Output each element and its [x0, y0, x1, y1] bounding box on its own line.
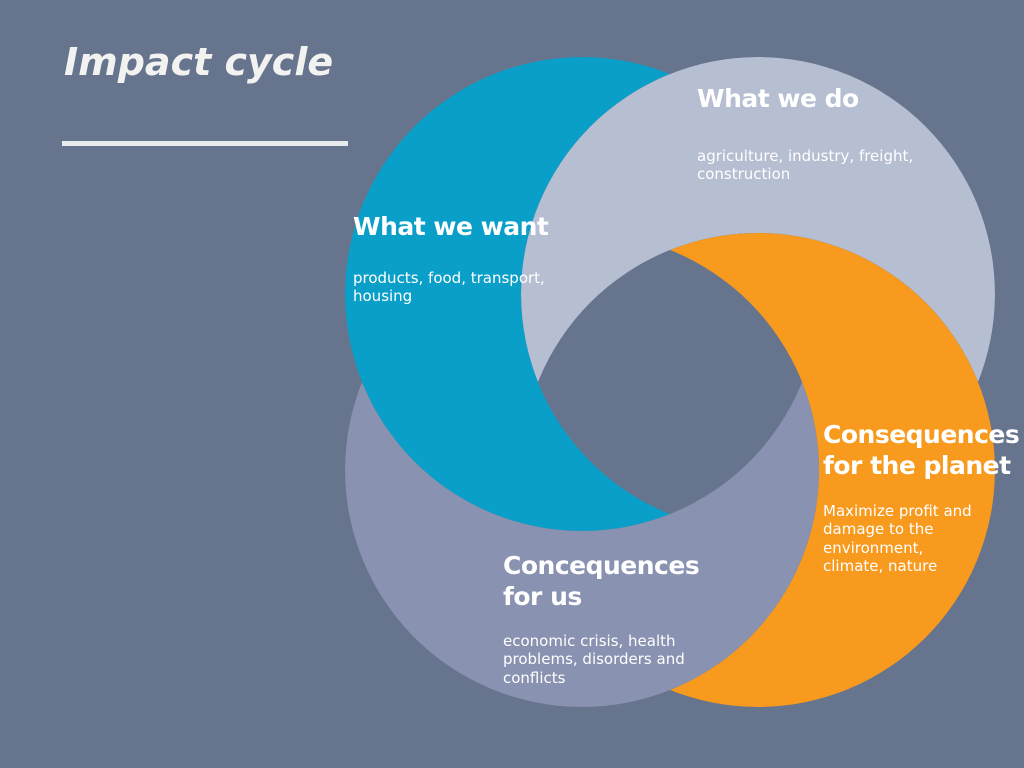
segment-do-heading: What we do [697, 84, 859, 113]
segment-us-blade [345, 233, 819, 707]
page-title: Impact cycle [64, 40, 334, 84]
title-underline [62, 141, 348, 146]
segment-planet-description: Maximize profit and damage to the enviro… [823, 502, 972, 575]
segment-do-description: agriculture, industry, freight, construc… [697, 146, 914, 183]
segment-planet-label: Consequences for the planet Maximize pro… [823, 420, 1023, 575]
segment-want-label: What we want products, food, transport, … [353, 212, 563, 305]
segment-do-label: What we do agriculture, industry, freigh… [697, 84, 937, 183]
segment-us-description: economic crisis, health problems, disord… [503, 632, 685, 687]
segment-us-heading: Concequences for us [503, 551, 700, 611]
segment-want-description: products, food, transport, housing [353, 268, 545, 305]
segment-planet-heading: Consequences for the planet [823, 420, 1020, 480]
segment-us-label: Concequences for us economic crisis, hea… [503, 551, 723, 687]
segment-want-heading: What we want [353, 212, 549, 241]
